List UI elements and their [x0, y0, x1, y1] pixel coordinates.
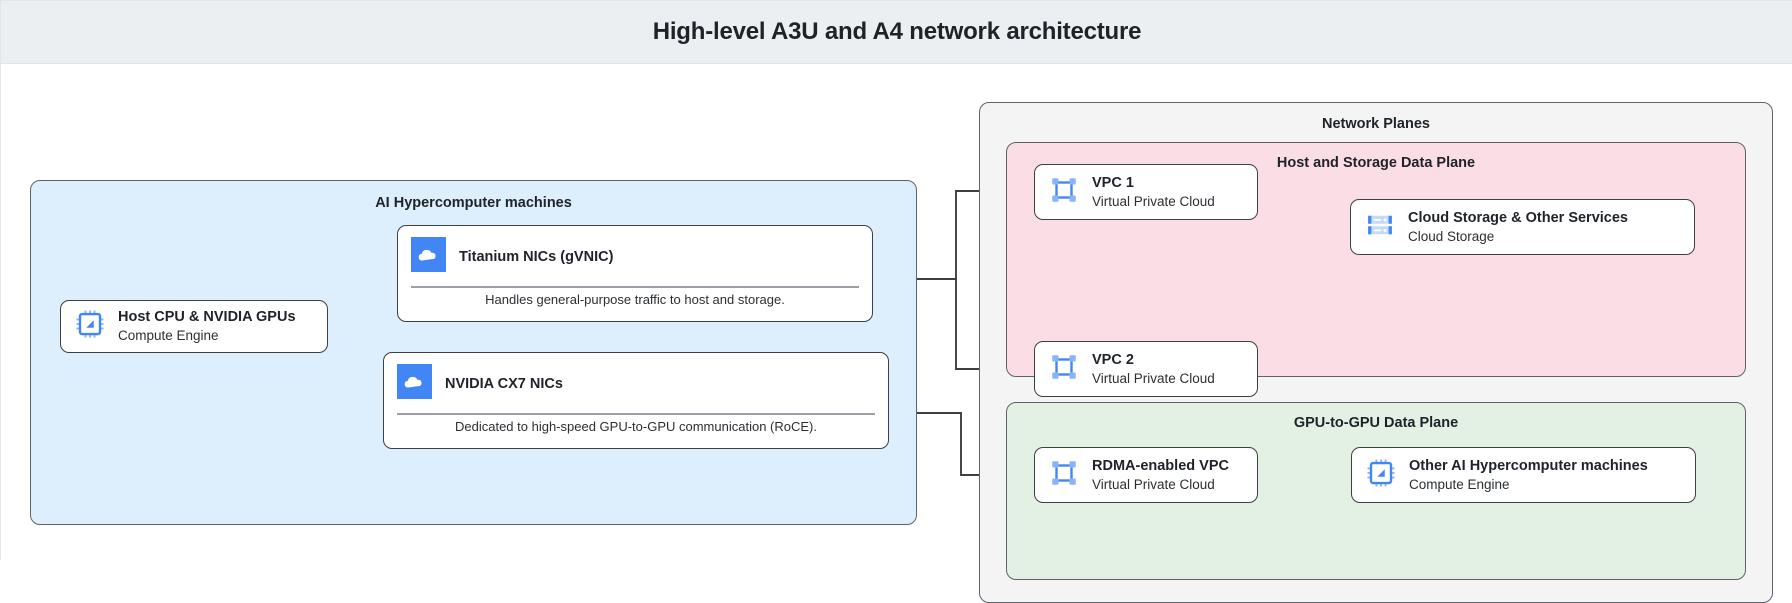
node-vpc-1-text: VPC 1 Virtual Private Cloud	[1092, 175, 1215, 209]
group-title-host-storage: Host and Storage Data Plane	[1276, 155, 1476, 171]
card-titanium-description: Handles general-purpose traffic to host …	[485, 292, 785, 308]
card-titanium-divider	[411, 286, 859, 288]
node-cloud-storage-text: Cloud Storage & Other Services Cloud Sto…	[1408, 210, 1628, 244]
group-title-machines: AI Hypercomputer machines	[375, 195, 572, 211]
card-titanium-header: Titanium NICs (gVNIC)	[411, 237, 859, 277]
node-other-ai-hypercomputer-machines[interactable]: Other AI Hypercomputer machines Compute …	[1351, 447, 1696, 503]
node-rdma-vpc-subtitle: Virtual Private Cloud	[1092, 476, 1215, 492]
node-rdma-enabled-vpc[interactable]: RDMA-enabled VPC Virtual Private Cloud	[1034, 447, 1258, 503]
node-other-machines-text: Other AI Hypercomputer machines Compute …	[1409, 458, 1648, 492]
card-titanium-title: Titanium NICs (gVNIC)	[459, 249, 614, 265]
vpc-icon	[1049, 175, 1079, 210]
node-vpc-1-subtitle: Virtual Private Cloud	[1092, 193, 1215, 209]
node-vpc-1[interactable]: VPC 1 Virtual Private Cloud	[1034, 164, 1258, 220]
node-other-machines-title: Other AI Hypercomputer machines	[1409, 457, 1648, 474]
node-host-cpu-title: Host CPU & NVIDIA GPUs	[118, 309, 296, 326]
node-rdma-vpc-text: RDMA-enabled VPC Virtual Private Cloud	[1092, 458, 1229, 492]
compute-engine-cpu-icon	[1366, 458, 1396, 493]
title-bar: High-level A3U and A4 network architectu…	[1, 1, 1792, 64]
vpc-icon	[1049, 352, 1079, 387]
group-title-network-planes: Network Planes	[1322, 116, 1430, 132]
node-host-cpu-nvidia-gpus[interactable]: Host CPU & NVIDIA GPUs Compute Engine	[60, 300, 328, 353]
node-host-cpu-subtitle: Compute Engine	[118, 328, 219, 344]
cloud-icon	[411, 237, 446, 277]
cloud-storage-icon	[1365, 210, 1395, 245]
node-cloud-storage[interactable]: Cloud Storage & Other Services Cloud Sto…	[1350, 199, 1695, 255]
group-title-gpu-plane: GPU-to-GPU Data Plane	[1293, 415, 1459, 431]
card-nvidia-cx7-nics[interactable]: NVIDIA CX7 NICs Dedicated to high-speed …	[383, 352, 889, 449]
node-vpc-1-title: VPC 1	[1092, 174, 1134, 191]
page-title: High-level A3U and A4 network architectu…	[652, 18, 1142, 45]
card-titanium-nics[interactable]: Titanium NICs (gVNIC) Handles general-pu…	[397, 225, 873, 322]
node-cloud-storage-subtitle: Cloud Storage	[1408, 228, 1495, 244]
compute-engine-cpu-icon	[75, 309, 105, 344]
card-cx7-header: NVIDIA CX7 NICs	[397, 364, 875, 404]
node-vpc-2-title: VPC 2	[1092, 351, 1134, 368]
node-vpc-2-subtitle: Virtual Private Cloud	[1092, 370, 1215, 386]
node-vpc-2-text: VPC 2 Virtual Private Cloud	[1092, 352, 1215, 386]
node-vpc-2[interactable]: VPC 2 Virtual Private Cloud	[1034, 341, 1258, 397]
diagram-canvas: AI Hypercomputer machines Network Planes…	[1, 64, 1792, 603]
cloud-icon	[397, 364, 432, 404]
card-cx7-title: NVIDIA CX7 NICs	[445, 376, 563, 392]
node-cloud-storage-title: Cloud Storage & Other Services	[1408, 209, 1628, 226]
vpc-icon	[1049, 458, 1079, 493]
node-other-machines-subtitle: Compute Engine	[1409, 476, 1510, 492]
card-cx7-description: Dedicated to high-speed GPU-to-GPU commu…	[455, 419, 817, 435]
card-cx7-divider	[397, 413, 875, 415]
node-host-cpu-text: Host CPU & NVIDIA GPUs Compute Engine	[118, 309, 296, 343]
node-rdma-vpc-title: RDMA-enabled VPC	[1092, 457, 1229, 474]
